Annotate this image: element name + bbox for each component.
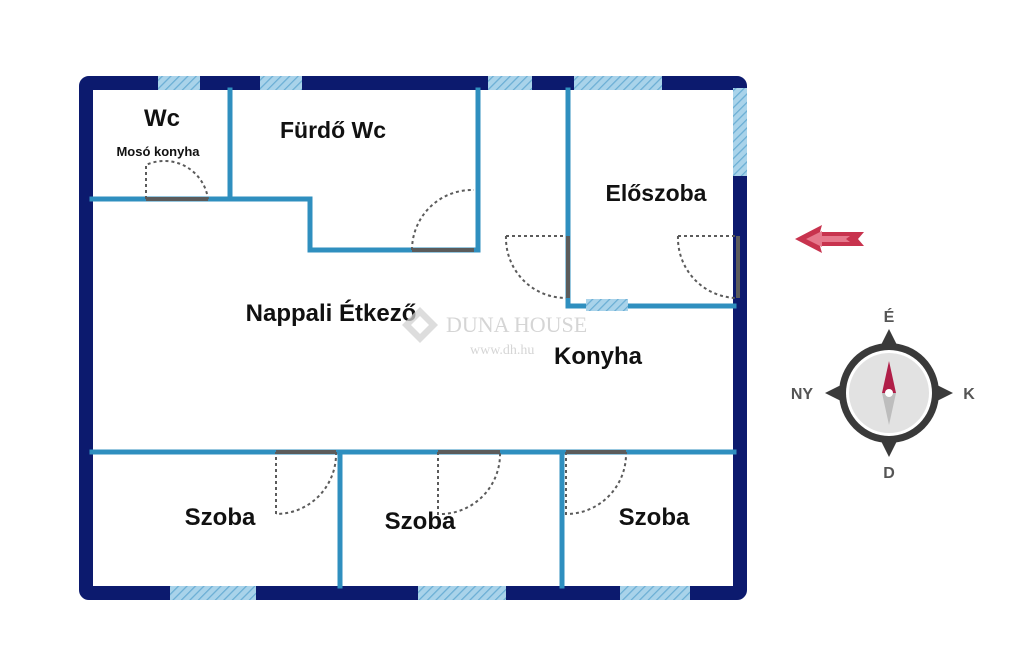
entrance-arrow-icon <box>795 225 864 253</box>
room-label-eloszoba: Előszoba <box>606 180 707 206</box>
room-label-szoba-3: Szoba <box>619 504 690 531</box>
watermark-brand: DUNA HOUSE <box>446 312 587 337</box>
room-label-szoba-2: Szoba <box>385 508 456 535</box>
room-label-szoba-1: Szoba <box>185 504 256 531</box>
window <box>418 586 506 600</box>
watermark-logo-icon <box>402 307 438 343</box>
window <box>488 76 532 90</box>
room-label-nappali-etkezo: Nappali Étkező <box>246 299 417 327</box>
window <box>733 88 747 176</box>
window <box>158 76 200 90</box>
window <box>586 299 628 311</box>
window <box>574 76 662 90</box>
compass-north-label: É <box>884 307 895 326</box>
room-label-moso-konyha: Mosó konyha <box>116 144 200 159</box>
room-label-furdo-wc: Fürdő Wc <box>280 117 386 143</box>
compass-icon <box>825 329 953 457</box>
compass-west-label: NY <box>791 386 814 403</box>
watermark-url: www.dh.hu <box>470 343 534 358</box>
compass-south-label: D <box>883 465 895 482</box>
window <box>260 76 302 90</box>
watermark: DUNA HOUSE www.dh.hu <box>402 307 587 358</box>
compass-east-label: K <box>963 386 975 403</box>
window <box>620 586 690 600</box>
room-label-wc: Wc <box>144 105 180 132</box>
window <box>170 586 256 600</box>
room-label-konyha: Konyha <box>554 343 643 370</box>
doors <box>145 160 740 516</box>
outer-wall <box>79 76 747 600</box>
